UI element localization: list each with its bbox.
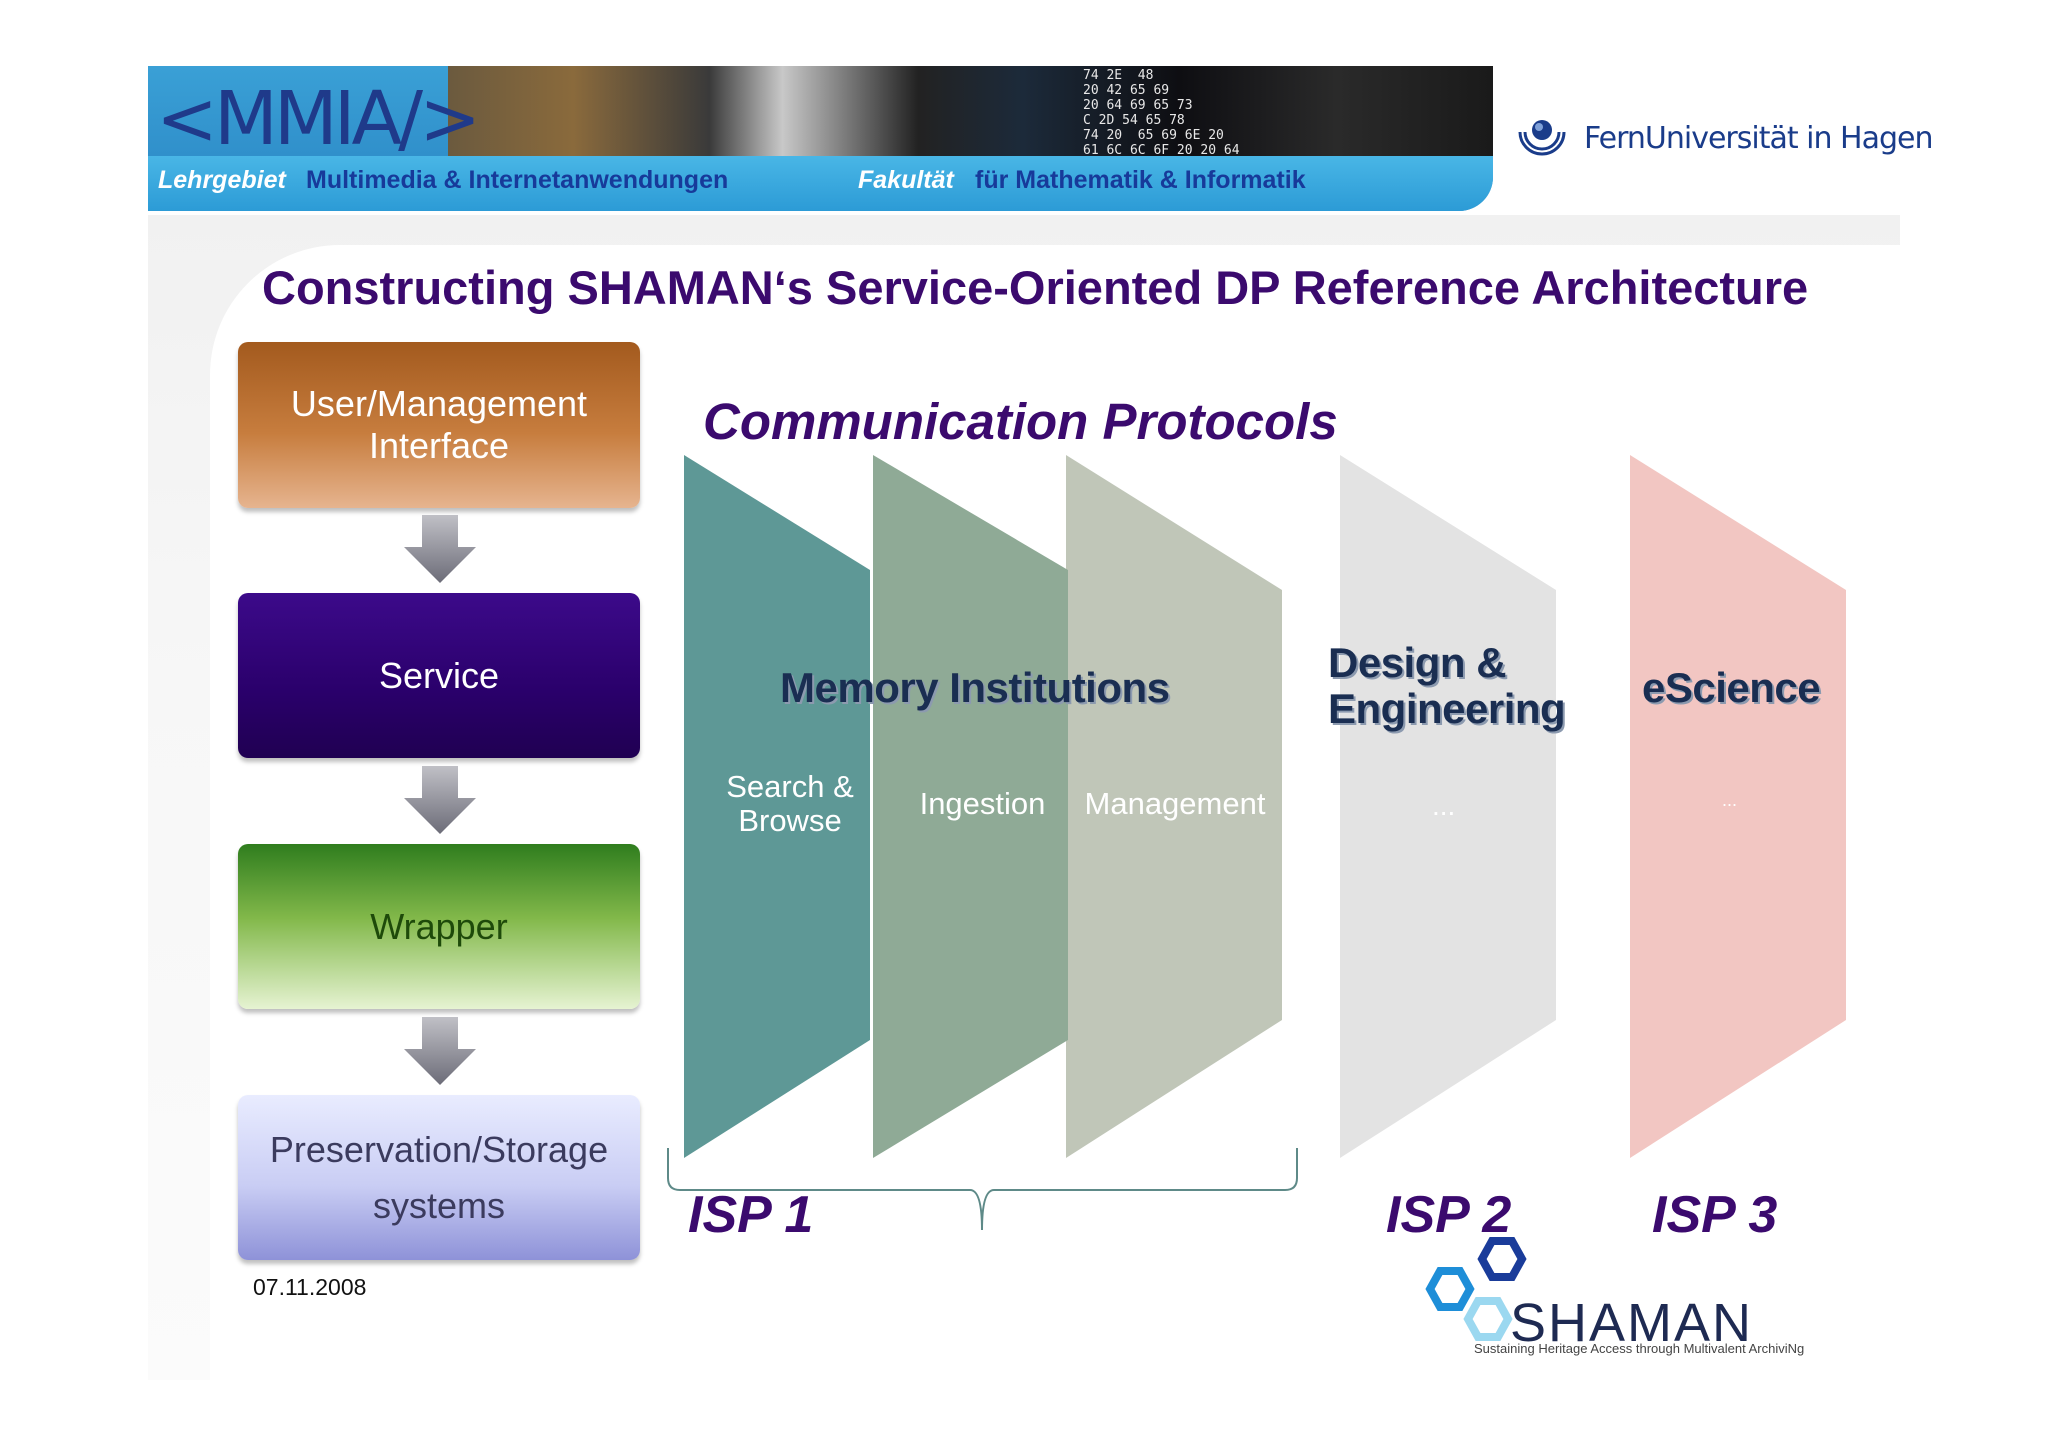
escience-title: eScience [1642, 664, 1821, 711]
banner-hex-code: 74 2E 48 20 42 65 69 20 64 69 65 73 C 2D… [1083, 68, 1240, 158]
design-ellipsis: ... [1432, 790, 1456, 821]
university-name: FernUniversität in Hagen [1584, 120, 1933, 156]
ingestion-label: Ingestion [919, 786, 1046, 821]
design-engineering-title: Design & Engineering [1328, 639, 1566, 732]
down-arrow-icon [404, 1017, 476, 1085]
search-browse-label: Search & Browse [726, 769, 854, 838]
mmia-logo: <MMIA/> [156, 76, 481, 162]
escience-ellipsis: ... [1722, 790, 1738, 810]
panel-escience [1630, 455, 1846, 1158]
isp3-label: ISP 3 [1652, 1186, 1778, 1244]
slide-date: 07.11.2008 [253, 1274, 367, 1300]
banner-photo-collage [448, 66, 1493, 156]
isp1-brace [667, 1148, 1298, 1231]
service-box: Service [238, 593, 640, 758]
user-management-interface-box: User/Management Interface [238, 342, 640, 508]
memory-institutions-title: Memory Institutions [780, 664, 1170, 711]
banner-strip [148, 156, 1493, 211]
shaman-hexagons-icon [1425, 1237, 1527, 1341]
fernuni-emblem-icon [1518, 120, 1566, 156]
fernuni-logo: FernUniversität in Hagen [1512, 108, 1933, 168]
panel-ingestion [873, 455, 1068, 1158]
wrapper-box: Wrapper [238, 844, 640, 1009]
panel-search-browse [684, 455, 870, 1158]
down-arrow-icon [404, 515, 476, 583]
banner-fakultaet-rest: für Mathematik & Informatik [975, 166, 1306, 194]
shaman-wordmark: SHAMAN [1510, 1293, 1754, 1353]
shaman-logo: SHAMAN Sustaining Heritage Access throug… [1420, 1235, 1810, 1365]
preservation-storage-box: Preservation/Storage systems [238, 1095, 640, 1260]
isp2-label: ISP 2 [1386, 1186, 1512, 1244]
banner-fakultaet: Fakultät [858, 166, 954, 194]
banner-multimedia: Multimedia & Internetanwendungen [306, 166, 729, 194]
down-arrow-icon [404, 766, 476, 834]
header-banner: 74 2E 48 20 42 65 69 20 64 69 65 73 C 2D… [148, 66, 1493, 211]
communication-protocols-heading: Communication Protocols [703, 393, 1338, 450]
isp1-label: ISP 1 [688, 1186, 814, 1244]
slide-title: Constructing SHAMAN‘s Service-Oriented D… [262, 261, 1809, 314]
panel-management [1066, 455, 1282, 1158]
panel-design-engineering [1340, 455, 1556, 1158]
management-label: Management [1084, 786, 1266, 821]
banner-lehrgebiet: Lehrgebiet [158, 166, 286, 194]
shaman-tagline: Sustaining Heritage Access through Multi… [1474, 1341, 1805, 1356]
